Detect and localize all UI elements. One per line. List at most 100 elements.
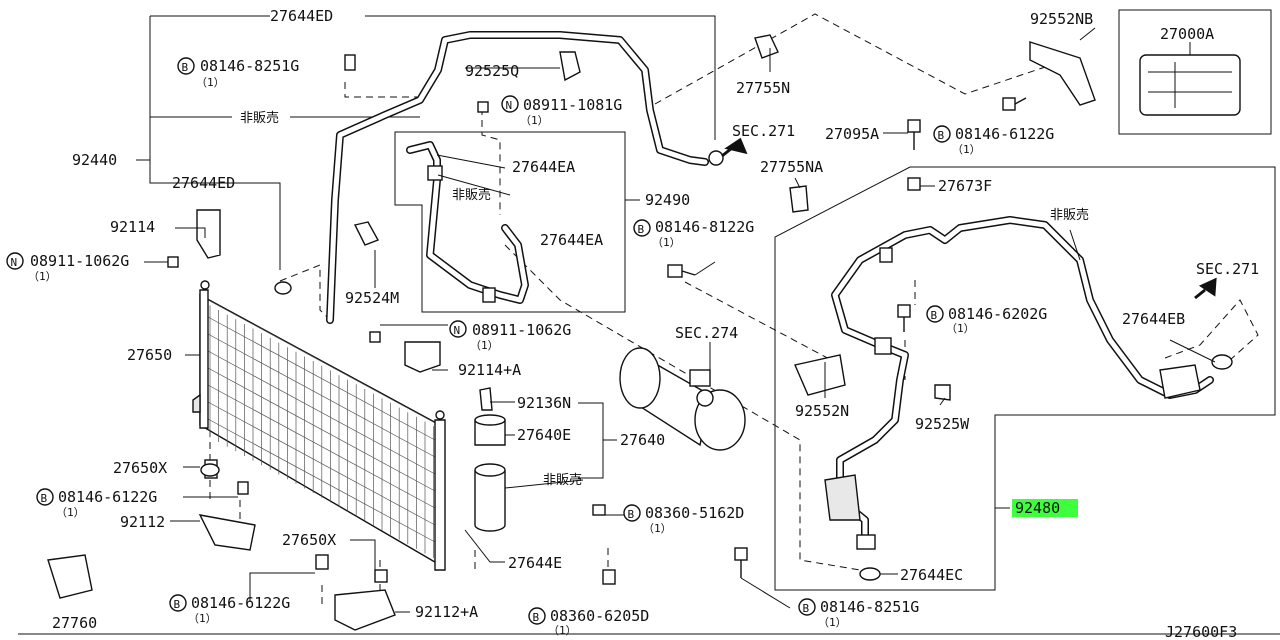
circle-b-icon	[528, 607, 546, 625]
circle-letter: B	[938, 129, 945, 142]
circle-n-icon	[501, 95, 519, 113]
pipe-92490	[406, 141, 529, 304]
circle-b-icon	[933, 125, 951, 143]
receiver-27640	[474, 387, 506, 532]
drawing-code: J27600F3	[1165, 623, 1237, 640]
qty-label: （1）	[548, 624, 577, 637]
label-08146-8251G-top[interactable]: 08146-8251G	[200, 57, 299, 75]
qty-label: （1）	[946, 322, 975, 335]
label-92136N[interactable]: 92136N	[517, 394, 571, 412]
sec-arrows	[721, 137, 1217, 300]
circle-b-icon	[633, 219, 651, 237]
label-92480[interactable]: 92480	[1015, 499, 1060, 517]
label-08911-1062G-mid[interactable]: 08911-1062G	[472, 321, 571, 339]
label-27644EB[interactable]: 27644EB	[1122, 310, 1185, 328]
circle-letter: B	[533, 611, 540, 624]
label-27640E[interactable]: 27640E	[517, 426, 571, 444]
circle-letter: B	[638, 223, 645, 236]
qty-label: （1）	[196, 76, 225, 89]
qty-label: （1）	[28, 270, 57, 283]
label-92525W[interactable]: 92525W	[915, 415, 970, 433]
frame-27000A	[1118, 9, 1272, 135]
frame-92490	[394, 131, 640, 313]
label-27644ED-top[interactable]: 27644ED	[270, 7, 333, 25]
label-27640[interactable]: 27640	[620, 431, 665, 449]
not-sold-label: 非販売	[240, 110, 279, 126]
label-08146-8122G[interactable]: 08146-8122G	[655, 218, 754, 236]
pipe-27644ED	[326, 31, 709, 324]
label-92552NB[interactable]: 92552NB	[1030, 10, 1093, 28]
label-27000A[interactable]: 27000A	[1160, 25, 1214, 43]
label-27644EC[interactable]: 27644EC	[900, 566, 963, 584]
label-27650X-a[interactable]: 27650X	[113, 459, 167, 477]
label-92114A[interactable]: 92114+A	[458, 361, 521, 379]
circle-b-icon	[926, 305, 944, 323]
circle-letter: B	[931, 309, 938, 322]
label-92524M[interactable]: 92524M	[345, 289, 399, 307]
label-27755N[interactable]: 27755N	[736, 79, 790, 97]
bracket-27640	[578, 402, 617, 479]
circle-b-icon	[169, 594, 187, 612]
label-27644ED-mid[interactable]: 27644ED	[172, 174, 235, 192]
label-08146-6122G-left[interactable]: 08146-6122G	[58, 488, 157, 506]
circle-b-icon	[177, 57, 195, 75]
qty-label: （1）	[188, 612, 217, 625]
small-parts	[47, 34, 1241, 631]
pipe-92480	[824, 216, 1214, 550]
circle-letter: N	[11, 256, 18, 269]
label-92525Q[interactable]: 92525Q	[465, 62, 519, 80]
highlight-92480	[1012, 499, 1078, 517]
label-08146-6202G[interactable]: 08146-6202G	[948, 305, 1047, 323]
label-92490[interactable]: 92490	[645, 191, 690, 209]
label-27755NA[interactable]: 27755NA	[760, 158, 823, 176]
label-08146-6122G-right[interactable]: 08146-6122G	[955, 125, 1054, 143]
circle-b-icon	[798, 598, 816, 616]
label-27673F[interactable]: 27673F	[938, 177, 992, 195]
not-sold-label: 非販売	[1050, 207, 1089, 223]
label-92552N[interactable]: 92552N	[795, 402, 849, 420]
circle-letter: B	[174, 598, 181, 611]
text-labels: 27644ED 08146-8251G （1） 92525Q 08911-108…	[28, 7, 1259, 640]
label-sec271-a[interactable]: SEC.271	[732, 122, 795, 140]
circle-b-icon	[36, 488, 54, 506]
label-08360-6205D[interactable]: 08360-6205D	[550, 607, 649, 625]
frame-92480	[774, 166, 1276, 591]
label-27650X-b[interactable]: 27650X	[282, 531, 336, 549]
label-08146-6122G-bottom[interactable]: 08146-6122G	[191, 594, 290, 612]
qty-label: （1）	[952, 143, 981, 156]
label-08911-1062G-left[interactable]: 08911-1062G	[30, 252, 129, 270]
label-92112[interactable]: 92112	[120, 513, 165, 531]
not-sold-label: 非販売	[452, 187, 491, 203]
label-08911-1081G[interactable]: 08911-1081G	[523, 96, 622, 114]
qty-label: （1）	[520, 114, 549, 127]
qty-label: （1）	[652, 236, 681, 249]
label-27644E[interactable]: 27644E	[508, 554, 562, 572]
label-27644EA-a[interactable]: 27644EA	[512, 158, 575, 176]
circle-letter: N	[506, 99, 513, 112]
label-08360-5162D[interactable]: 08360-5162D	[645, 504, 744, 522]
leader-lines	[144, 27, 1216, 613]
label-27650[interactable]: 27650	[127, 346, 172, 364]
label-92114[interactable]: 92114	[110, 218, 155, 236]
label-27760[interactable]: 27760	[52, 614, 97, 632]
label-sec274[interactable]: SEC.274	[675, 324, 738, 342]
label-27644EA-b[interactable]: 27644EA	[540, 231, 603, 249]
circle-letter: B	[182, 61, 189, 74]
label-sec271-b[interactable]: SEC.271	[1196, 260, 1259, 278]
qty-label: （1）	[643, 522, 672, 535]
circle-n-icon	[6, 252, 24, 270]
circle-letter: B	[628, 508, 635, 521]
circle-b-icon	[623, 504, 641, 522]
label-92440[interactable]: 92440	[72, 151, 117, 169]
compressor-sec274	[619, 347, 746, 451]
circle-n-icon	[449, 320, 467, 338]
label-27095A[interactable]: 27095A	[825, 125, 879, 143]
label-92112A[interactable]: 92112+A	[415, 603, 478, 621]
circle-letter: N	[454, 324, 461, 337]
label-08146-8251G-bottom[interactable]: 08146-8251G	[820, 598, 919, 616]
condenser-27650	[192, 280, 446, 571]
circle-letter: B	[41, 492, 48, 505]
